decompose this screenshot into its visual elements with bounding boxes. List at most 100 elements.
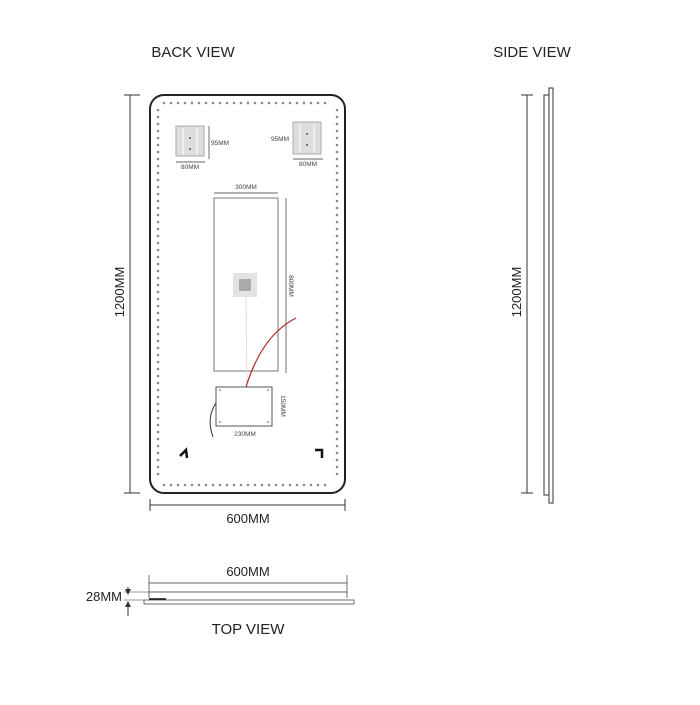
- led-dot: [335, 346, 339, 350]
- led-dot: [309, 483, 313, 487]
- led-dot: [335, 220, 339, 224]
- led-dot: [156, 367, 160, 371]
- led-dot: [156, 192, 160, 196]
- led-dot: [335, 409, 339, 413]
- power-wire: [245, 317, 297, 388]
- led-dot: [156, 381, 160, 385]
- led-dot: [335, 374, 339, 378]
- led-dot: [156, 122, 160, 126]
- led-dot: [335, 353, 339, 357]
- led-dot: [156, 108, 160, 112]
- led-dot: [335, 325, 339, 329]
- led-dot: [162, 483, 166, 487]
- led-dot: [335, 311, 339, 315]
- side-view: 1200MM: [509, 87, 554, 504]
- led-dot: [335, 143, 339, 147]
- led-dot: [156, 129, 160, 133]
- led-dot: [335, 339, 339, 343]
- led-dot: [156, 185, 160, 189]
- bracket-left: 95MM 80MM: [175, 125, 229, 171]
- led-dot: [211, 483, 215, 487]
- led-dot: [335, 430, 339, 434]
- bracket-right-width: 80MM: [299, 161, 317, 168]
- bracket-right: 95MM 80MM: [271, 121, 323, 168]
- led-dot: [335, 423, 339, 427]
- led-dot: [156, 465, 160, 469]
- led-dot: [335, 304, 339, 308]
- led-dot: [156, 353, 160, 357]
- width-dimension: 600MM: [149, 499, 346, 526]
- led-dot: [197, 101, 201, 105]
- led-dot: [156, 171, 160, 175]
- led-dot: [156, 255, 160, 259]
- led-dot: [197, 483, 201, 487]
- led-dot: [156, 164, 160, 168]
- led-dot: [335, 276, 339, 280]
- led-dot: [302, 101, 306, 105]
- led-dot: [335, 367, 339, 371]
- led-dot: [335, 185, 339, 189]
- led-dot: [156, 178, 160, 182]
- led-dot: [335, 136, 339, 140]
- led-dot: [335, 360, 339, 364]
- led-dot: [232, 483, 236, 487]
- led-dot: [335, 157, 339, 161]
- side-height-label: 1200MM: [509, 267, 524, 318]
- led-dot: [323, 483, 327, 487]
- led-dot: [156, 332, 160, 336]
- driver-box: 150MM 230MM: [209, 386, 286, 438]
- led-dot: [156, 409, 160, 413]
- led-dot: [335, 465, 339, 469]
- led-dot: [335, 164, 339, 168]
- led-dot: [156, 325, 160, 329]
- led-dot: [156, 213, 160, 217]
- led-dot: [323, 101, 327, 105]
- led-dot: [335, 206, 339, 210]
- led-dot: [295, 101, 299, 105]
- led-dot: [190, 483, 194, 487]
- led-dot: [335, 283, 339, 287]
- led-dot: [156, 430, 160, 434]
- top-view: 600MM 28MM: [86, 564, 355, 616]
- led-dot: [246, 483, 250, 487]
- led-dot: [156, 269, 160, 273]
- led-dot: [288, 101, 292, 105]
- led-dot: [156, 444, 160, 448]
- led-dot: [156, 388, 160, 392]
- led-dot: [295, 483, 299, 487]
- led-dot: [169, 483, 173, 487]
- led-dot: [156, 136, 160, 140]
- led-dot: [335, 437, 339, 441]
- led-dot: [156, 115, 160, 119]
- led-dot: [204, 101, 208, 105]
- led-dot: [183, 483, 187, 487]
- led-dot: [281, 101, 285, 105]
- panel-width-label: 300MM: [235, 184, 257, 191]
- led-dot: [288, 483, 292, 487]
- led-dot: [246, 101, 250, 105]
- side-view-title: SIDE VIEW: [493, 44, 571, 61]
- led-dot: [176, 101, 180, 105]
- driver-height-label: 150MM: [279, 395, 286, 417]
- led-dot: [156, 290, 160, 294]
- led-dot: [335, 318, 339, 322]
- back-view-title: BACK VIEW: [151, 44, 235, 61]
- led-dot: [156, 374, 160, 378]
- led-dot: [156, 241, 160, 245]
- led-dot: [239, 483, 243, 487]
- led-dot: [302, 483, 306, 487]
- led-dot: [335, 213, 339, 217]
- led-dot: [156, 199, 160, 203]
- led-dot: [335, 388, 339, 392]
- led-dot: [335, 171, 339, 175]
- led-dot: [309, 101, 313, 105]
- driver-width-label: 230MM: [234, 431, 256, 438]
- led-dot: [335, 122, 339, 126]
- led-dot: [156, 157, 160, 161]
- led-dot: [156, 458, 160, 462]
- led-dot: [335, 472, 339, 476]
- led-dot: [335, 178, 339, 182]
- width-label: 600MM: [226, 511, 269, 526]
- led-dot: [335, 241, 339, 245]
